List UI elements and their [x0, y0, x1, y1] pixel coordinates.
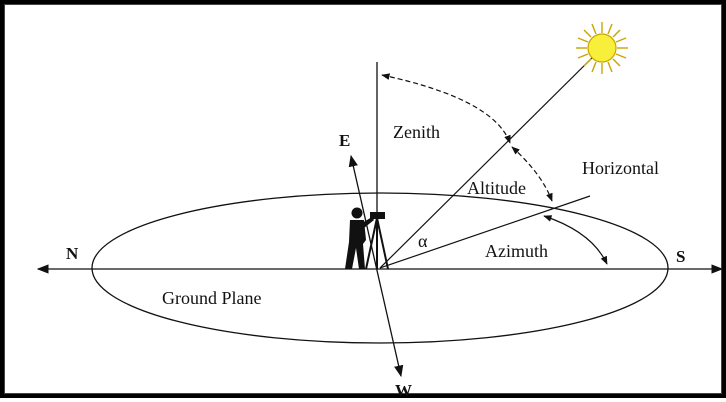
alpha-label: α: [418, 231, 428, 251]
solar-geometry-diagram: N S E W Zenith Altitude Horizontal Azimu…: [36, 22, 724, 400]
horizontal-projection-line: [379, 195, 591, 269]
horizontal-label: Horizontal: [582, 158, 659, 178]
surveyor-icon: [345, 207, 389, 270]
zenith-angle-arc: [381, 73, 511, 144]
altitude-angle-arc: [511, 146, 553, 202]
azimuth-angle-arc: [543, 215, 608, 265]
ground-plane-label: Ground Plane: [162, 288, 261, 308]
altitude-label: Altitude: [467, 178, 526, 198]
zenith-label: Zenith: [393, 122, 440, 142]
north-label: N: [66, 244, 79, 263]
west-label: W: [395, 381, 412, 400]
sun-icon: [576, 22, 628, 74]
south-label: S: [676, 247, 685, 266]
east-label: E: [339, 131, 350, 150]
azimuth-label: Azimuth: [485, 241, 548, 261]
sun-ray-line: [379, 47, 603, 269]
